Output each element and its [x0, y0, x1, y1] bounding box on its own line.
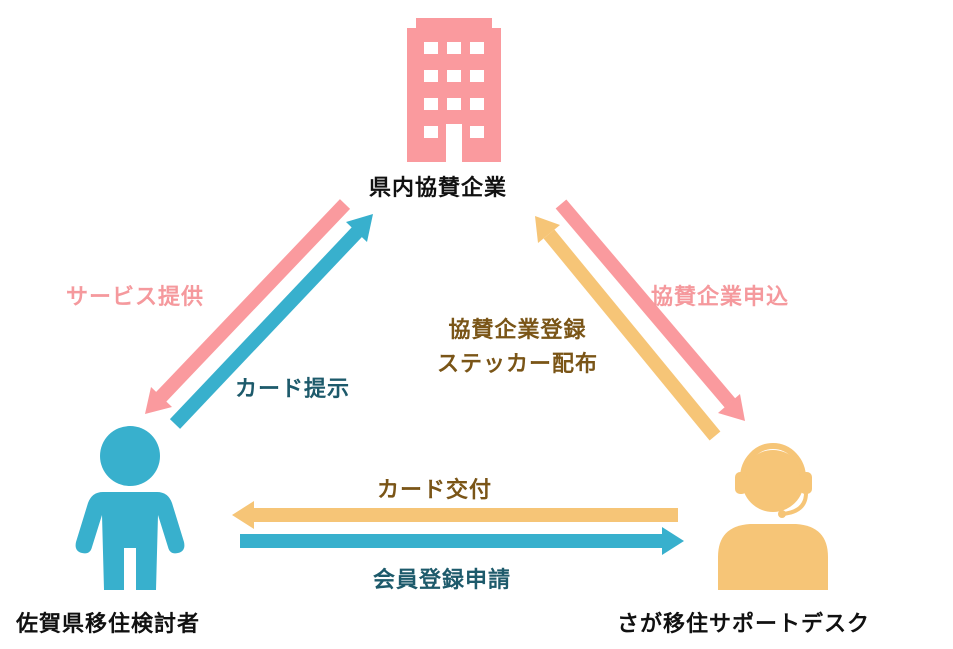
arrow-sticker [535, 216, 721, 441]
arrow-card-issue [232, 501, 678, 529]
office-building-icon [407, 18, 501, 162]
sticker-label-line1: 協賛企業登録 [448, 318, 587, 343]
arrow-card-show [169, 214, 373, 429]
desk-label: さが移住サポートデスク [617, 612, 871, 637]
arrow-sponsor-apply [555, 199, 745, 421]
card-issue-label: カード交付 [377, 478, 493, 503]
sponsor-apply-label: 協賛企業申込 [651, 285, 790, 310]
arrow-service [145, 199, 351, 414]
card-show-label: カード提示 [235, 377, 351, 402]
service-label: サービス提供 [66, 285, 205, 310]
company-label: 県内協賛企業 [369, 176, 508, 201]
candidate-label: 佐賀県移住検討者 [16, 612, 201, 637]
sticker-label: 協賛企業登録 ステッカー配布 [400, 314, 635, 382]
sticker-label-line2: ステッカー配布 [436, 352, 598, 377]
operator-headset-icon [718, 443, 828, 590]
person-icon [75, 426, 185, 590]
arrow-member-apply [240, 527, 684, 555]
member-apply-label: 会員登録申請 [373, 568, 512, 593]
